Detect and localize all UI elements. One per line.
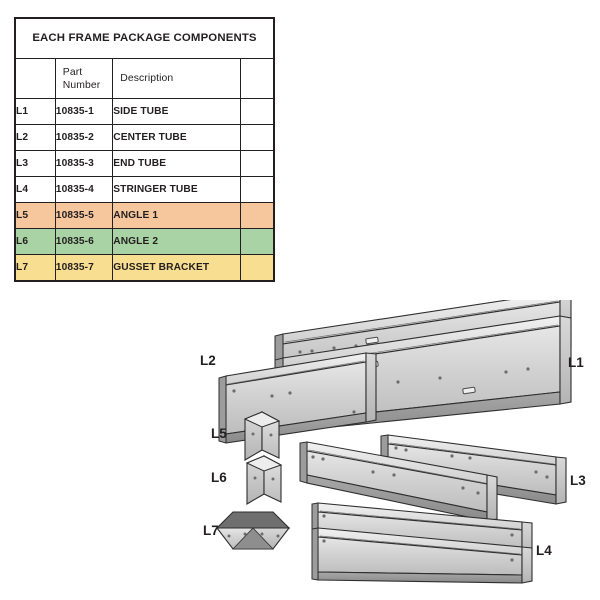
row-description: ANGLE 1 <box>112 202 242 229</box>
row-ref: L3 <box>14 150 56 177</box>
row-extra <box>240 176 275 203</box>
part-l2-center-tube <box>218 352 377 444</box>
row-extra <box>240 150 275 177</box>
row-part-number: 10835-1 <box>54 98 114 125</box>
row-extra <box>240 228 275 255</box>
table-title: EACH FRAME PACKAGE COMPONENTS <box>14 17 275 59</box>
label-l5: L5 <box>211 426 227 441</box>
row-description: SIDE TUBE <box>112 98 242 125</box>
table-title-row: EACH FRAME PACKAGE COMPONENTS <box>14 17 275 59</box>
header-part-number: Part Number <box>54 58 114 99</box>
row-part-number: 10835-4 <box>54 176 114 203</box>
part-l7-gusset-bracket <box>215 511 291 550</box>
row-ref: L5 <box>14 202 56 229</box>
row-part-number: 10835-7 <box>54 254 114 281</box>
label-l7: L7 <box>203 523 219 538</box>
frame-package-components-table: EACH FRAME PACKAGE COMPONENTS Part Numbe… <box>14 17 275 282</box>
parts-table-container: EACH FRAME PACKAGE COMPONENTS Part Numbe… <box>14 17 275 282</box>
row-extra <box>240 254 275 281</box>
row-extra <box>240 202 275 229</box>
part-l4-stringer-tube-b <box>311 527 533 584</box>
label-l3: L3 <box>570 473 586 488</box>
row-extra <box>240 124 275 151</box>
diagram-parts: L1 L2 L3 L4 L5 L6 L7 <box>200 300 586 584</box>
table-header-row: Part Number Description <box>14 58 275 99</box>
row-ref: L4 <box>14 176 56 203</box>
row-ref: L6 <box>14 228 56 255</box>
row-part-number: 10835-3 <box>54 150 114 177</box>
row-part-number: 10835-5 <box>54 202 114 229</box>
label-l4: L4 <box>536 543 552 558</box>
header-extra <box>240 58 275 99</box>
label-l6: L6 <box>211 470 227 485</box>
exploded-parts-diagram: L1 L2 L3 L4 L5 L6 L7 <box>0 300 600 600</box>
part-l3-end-tube-b <box>299 441 498 522</box>
part-l5-angle-1 <box>243 411 281 461</box>
row-ref: L7 <box>14 254 56 281</box>
row-description: STRINGER TUBE <box>112 176 242 203</box>
row-description: CENTER TUBE <box>112 124 242 151</box>
row-ref: L1 <box>14 98 56 125</box>
row-extra <box>240 98 275 125</box>
label-l1: L1 <box>568 355 584 370</box>
header-ref <box>14 58 56 99</box>
row-description: GUSSET BRACKET <box>112 254 242 281</box>
row-description: END TUBE <box>112 150 242 177</box>
row-description: ANGLE 2 <box>112 228 242 255</box>
row-ref: L2 <box>14 124 56 151</box>
header-description: Description <box>112 58 242 99</box>
label-l2: L2 <box>200 353 216 368</box>
part-l6-angle-2 <box>245 455 283 505</box>
row-part-number: 10835-6 <box>54 228 114 255</box>
row-part-number: 10835-2 <box>54 124 114 151</box>
